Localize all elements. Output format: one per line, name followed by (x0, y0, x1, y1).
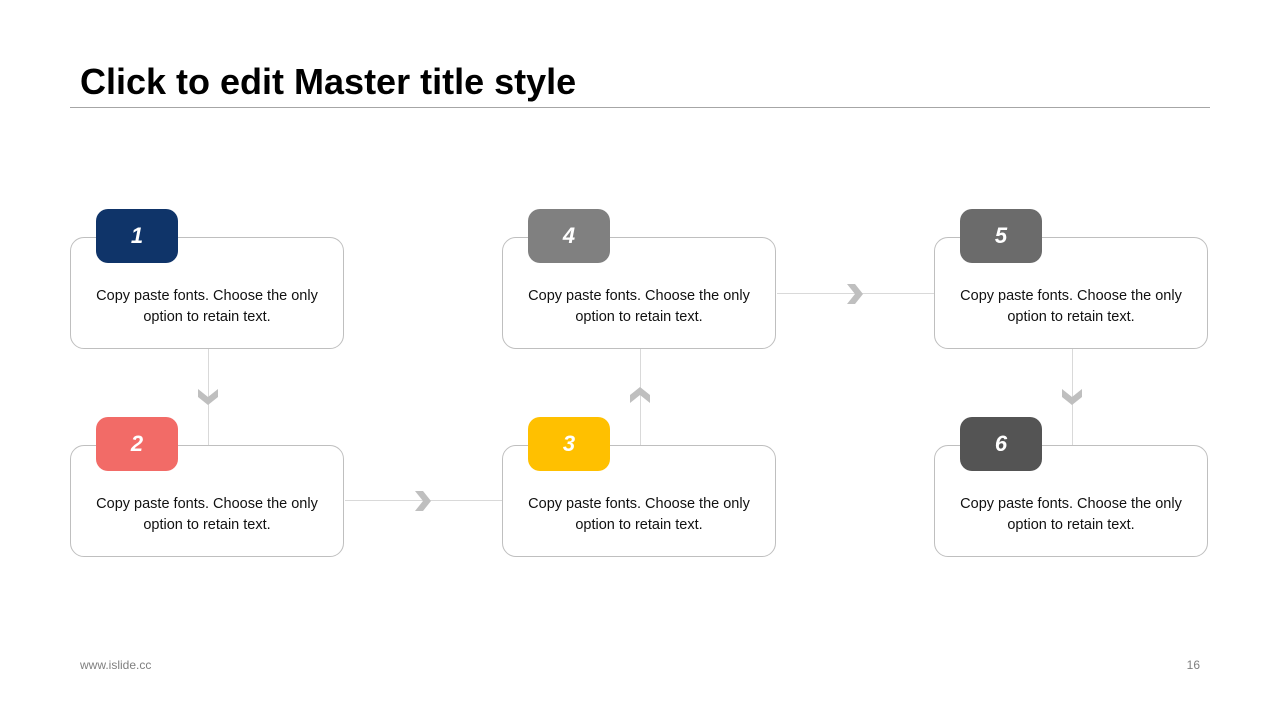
title-divider (70, 107, 1210, 108)
step-text: Copy paste fonts. Choose the only option… (960, 496, 1182, 533)
step-text: Copy paste fonts. Choose the only option… (528, 496, 750, 533)
step-badge-6: 6 (960, 417, 1042, 471)
chevron-up-icon (630, 387, 650, 403)
step-badge-2: 2 (96, 417, 178, 471)
step-badge-4: 4 (528, 209, 610, 263)
step-badge-3: 3 (528, 417, 610, 471)
step-badge-5: 5 (960, 209, 1042, 263)
step-card-3[interactable]: Copy paste fonts. Choose the only option… (502, 445, 776, 557)
slide-title[interactable]: Click to edit Master title style (80, 61, 577, 102)
step-text: Copy paste fonts. Choose the only option… (528, 288, 750, 325)
footer-website: www.islide.cc (80, 658, 152, 672)
step-text: Copy paste fonts. Choose the only option… (960, 288, 1182, 325)
step-text: Copy paste fonts. Choose the only option… (96, 496, 318, 533)
chevron-down-icon (1062, 389, 1082, 405)
chevron-right-icon (847, 284, 863, 304)
page-number: 16 (1186, 658, 1200, 672)
step-card-2[interactable]: Copy paste fonts. Choose the only option… (70, 445, 344, 557)
chevron-down-icon (198, 389, 218, 405)
step-badge-1: 1 (96, 209, 178, 263)
connector-3-4 (640, 349, 641, 445)
step-text: Copy paste fonts. Choose the only option… (96, 288, 318, 325)
chevron-right-icon (415, 491, 431, 511)
